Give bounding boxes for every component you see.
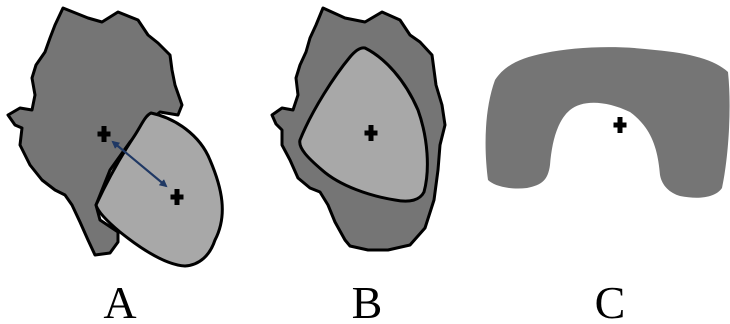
panel-b: B xyxy=(272,8,445,324)
panel-a: A xyxy=(8,8,222,324)
panel-c-horseshoe-shape xyxy=(486,47,730,198)
panel-c-centroid-plus-cross-icon xyxy=(614,117,627,133)
panel-a-label: A xyxy=(103,277,136,324)
panel-c: C xyxy=(486,47,730,324)
panel-b-label: B xyxy=(352,277,383,324)
panel-c-label: C xyxy=(595,277,626,324)
